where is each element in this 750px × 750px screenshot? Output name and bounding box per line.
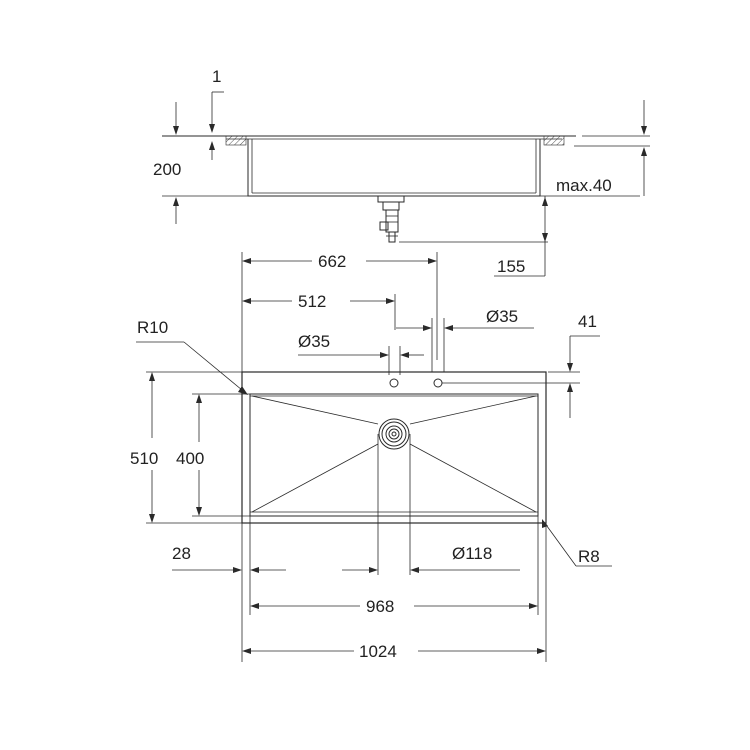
drain-slope-line [409, 443, 537, 513]
dim-inner-width: 968 [366, 597, 394, 616]
sink-outer-outline [241, 371, 547, 524]
worktop-hatch-right [543, 135, 565, 146]
dim-inner-height: 400 [176, 449, 204, 468]
dim-rim-thickness: 1 [212, 67, 221, 86]
dim-inner-radius: R10 [137, 318, 168, 337]
tap-hole-left [389, 378, 399, 388]
sink-bowl-outline [249, 393, 539, 517]
dim-waste-height: 155 [497, 257, 525, 276]
drain-slope-line [251, 395, 379, 425]
dim-tap-hole-edge: 41 [578, 312, 597, 331]
worktop-hatch-left [225, 135, 247, 146]
dim-outer-width: 1024 [359, 642, 397, 661]
dim-tap-hole-dia-left: Ø35 [298, 332, 330, 351]
drain-slope-line [251, 443, 379, 513]
dim-tap-center: 662 [318, 252, 346, 271]
dim-margin: 28 [172, 544, 191, 563]
dim-outer-radius: R8 [578, 547, 600, 566]
side-view: 1 200 max.40 155 [153, 67, 650, 277]
dim-tap-offset: 512 [298, 292, 326, 311]
tap-hole-right [433, 378, 443, 388]
dim-tap-hole-dia-right: Ø35 [486, 307, 518, 326]
dim-max-worktop: max.40 [556, 176, 612, 195]
dim-depth: 200 [153, 160, 181, 179]
drain-strainer [378, 418, 410, 450]
top-view: 662 512 Ø35 Ø35 41 R [130, 252, 612, 662]
dim-outer-height: 510 [130, 449, 158, 468]
waste-fitting-side [377, 195, 405, 243]
drain-slope-line [409, 395, 537, 425]
sink-basin-profile [247, 139, 541, 197]
dim-drain-dia: Ø118 [452, 544, 492, 563]
